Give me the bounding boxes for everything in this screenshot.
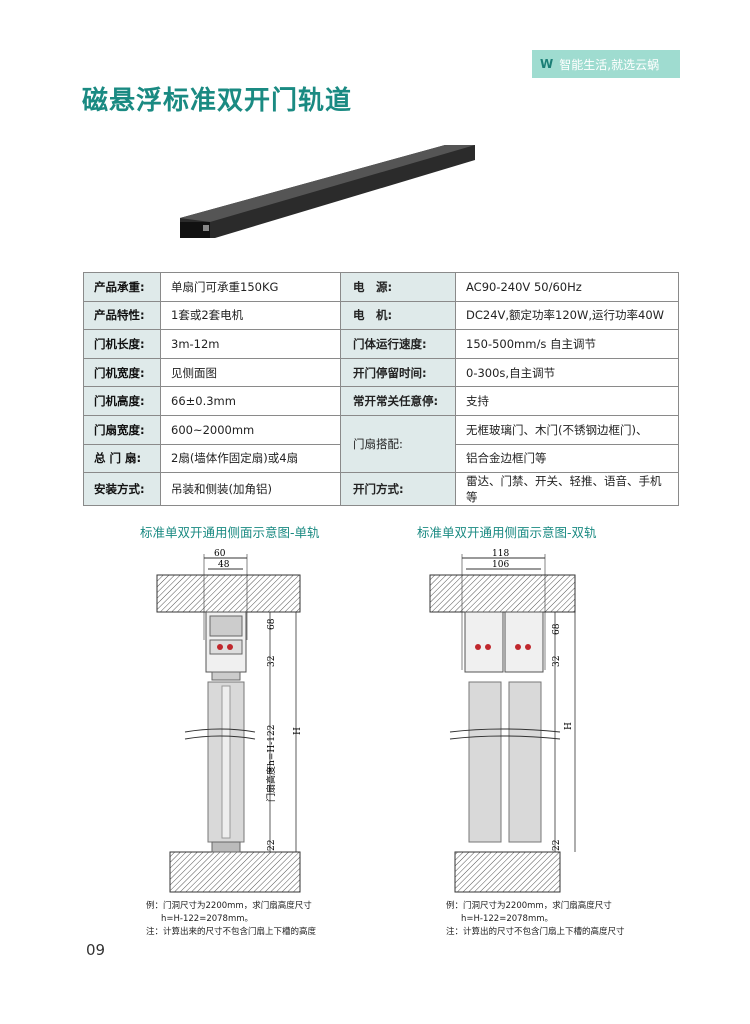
- dim-68: 68: [267, 618, 277, 630]
- rail-product-image: [180, 145, 475, 238]
- slogan-text: 智能生活,就选云蜗: [559, 57, 660, 72]
- dim-inner-width: 106: [492, 560, 509, 570]
- spec-label: 门机高度:: [83, 386, 161, 416]
- spec-value: 支持: [455, 386, 679, 416]
- spec-label: 电 机:: [340, 300, 456, 331]
- spec-label: 电 源:: [340, 272, 456, 302]
- dim-inner-width: 48: [218, 560, 230, 570]
- spec-label: 常开常关任意停:: [340, 386, 456, 416]
- spec-value: 2扇(墙体作固定扇)或4扇: [160, 443, 341, 474]
- side-view-diagrams: 60 48 68 32 22 H 门扇高度h=H-122 118 106 68 …: [156, 549, 576, 893]
- note-single: 例：门洞尺寸为2200mm，求门扇高度尺寸 h=H-122=2078mm。 注：…: [146, 900, 316, 939]
- dim-22: 22: [267, 840, 277, 851]
- spec-value: 无框玻璃门、木门(不锈钢边框门)、: [455, 414, 679, 445]
- spec-label: 门机长度:: [83, 329, 161, 359]
- spec-label: 开门停留时间:: [340, 357, 456, 388]
- brand-logo-icon: W: [540, 57, 554, 71]
- note-line: h=H-122=2078mm。: [461, 914, 554, 924]
- table-row: 门机宽度:见侧面图开门停留时间:0-300s,自主调节: [83, 357, 679, 388]
- page-number: 09: [86, 941, 106, 959]
- spec-value: 66±0.3mm: [160, 386, 341, 416]
- dim-outer-width: 60: [214, 549, 226, 559]
- diagram-caption-double: 标准单双开通用侧面示意图-双轨: [417, 525, 597, 540]
- note-line: 注：计算出来的尺寸不包含门扇上下槽的高度: [146, 927, 317, 937]
- spec-label: 安装方式:: [83, 472, 161, 507]
- dim-32: 32: [267, 656, 277, 667]
- dim-door-height: 门扇高度h=H-122: [265, 725, 277, 802]
- spec-label: 产品承重:: [83, 272, 161, 302]
- diagram-caption-single: 标准单双开通用侧面示意图-单轨: [140, 525, 320, 540]
- spec-label: 门扇宽度:: [83, 414, 161, 445]
- spec-value: AC90-240V 50/60Hz: [455, 272, 679, 302]
- note-line: h=H-122=2078mm。: [161, 914, 254, 924]
- dim-32: 32: [552, 656, 562, 667]
- spec-value: 单扇门可承重150KG: [160, 272, 341, 302]
- note-line: 例：门洞尺寸为2200mm，求门扇高度尺寸: [146, 901, 312, 911]
- spec-value: 见侧面图: [160, 357, 341, 388]
- spec-value: DC24V,额定功率120W,运行功率40W: [455, 300, 679, 331]
- spec-label: 门机宽度:: [83, 357, 161, 388]
- note-double: 例：门洞尺寸为2200mm，求门扇高度尺寸 h=H-122=2078mm。 注：…: [446, 900, 625, 939]
- spec-value: 0-300s,自主调节: [455, 357, 679, 388]
- dim-H: H: [564, 722, 574, 730]
- spec-value: 铝合金边框门等: [455, 443, 679, 474]
- spec-value: 3m-12m: [160, 329, 341, 359]
- note-line: 例：门洞尺寸为2200mm，求门扇高度尺寸: [446, 901, 612, 911]
- spec-value: 600~2000mm: [160, 414, 341, 445]
- slogan-banner: W 智能生活,就选云蜗: [532, 50, 680, 78]
- spec-label: 产品特性:: [83, 300, 161, 331]
- spec-label: 总 门 扇:: [83, 443, 161, 474]
- dim-H: H: [293, 727, 303, 735]
- spec-value: 吊装和侧装(加角铝): [160, 472, 341, 507]
- table-row: 安装方式:吊装和侧装(加角铝)开门方式:雷达、门禁、开关、轻推、语音、手机等: [83, 472, 679, 507]
- spec-value: 雷达、门禁、开关、轻推、语音、手机等: [455, 472, 679, 507]
- spec-label: 开门方式:: [340, 472, 456, 507]
- note-line: 注：计算出的尺寸不包含门扇上下槽的高度尺寸: [446, 927, 625, 937]
- page-title: 磁悬浮标准双开门轨道: [82, 86, 353, 116]
- spec-label: 门体运行速度:: [340, 329, 456, 359]
- spec-label: 门扇搭配:: [340, 414, 456, 474]
- table-row: 产品特性:1套或2套电机电 机:DC24V,额定功率120W,运行功率40W: [83, 300, 679, 331]
- diagram-single: 60 48 68 32 22 H 门扇高度h=H-122: [156, 549, 303, 893]
- spec-value: 150-500mm/s 自主调节: [455, 329, 679, 359]
- dim-outer-width: 118: [492, 549, 509, 559]
- spec-value: 1套或2套电机: [160, 300, 341, 331]
- dim-22: 22: [552, 840, 562, 851]
- dim-68: 68: [552, 623, 562, 635]
- diagram-double: 118 106 68 32 22 H: [429, 549, 576, 893]
